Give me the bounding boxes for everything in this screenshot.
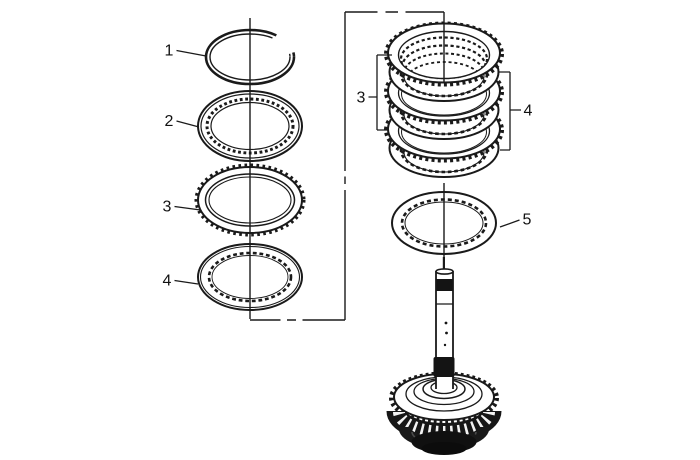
input-shaft <box>433 257 455 389</box>
leader-4-left <box>174 279 199 285</box>
callout-5: 5 <box>523 212 532 229</box>
callout-3-left: 3 <box>163 199 172 216</box>
shaft-spline-collar <box>433 357 455 377</box>
callout-3-right: 3 <box>357 90 366 107</box>
shaft-oil-hole <box>444 321 448 325</box>
leader-1 <box>176 49 207 57</box>
leader-2 <box>176 120 200 128</box>
outer-teeth-ring <box>194 163 306 237</box>
shaft-spline-band <box>436 279 453 291</box>
callout-4-right: 4 <box>524 103 533 120</box>
callout-leader-lines <box>174 49 521 285</box>
callout-labels: 1 2 3 4 3 4 5 <box>163 43 533 290</box>
leader-3-left <box>174 205 201 211</box>
callout-4-left: 4 <box>163 273 172 290</box>
shaft-oil-hole <box>443 343 447 347</box>
leader-5 <box>499 219 520 228</box>
callout-1: 1 <box>165 43 174 60</box>
callout-2: 2 <box>165 113 174 130</box>
clutch-pack-stack <box>384 21 504 178</box>
shaft-oil-hole <box>445 331 448 335</box>
bracket-3-right <box>368 54 392 131</box>
assembly-reference-lines <box>249 11 445 321</box>
bracket-4-right <box>497 71 521 151</box>
